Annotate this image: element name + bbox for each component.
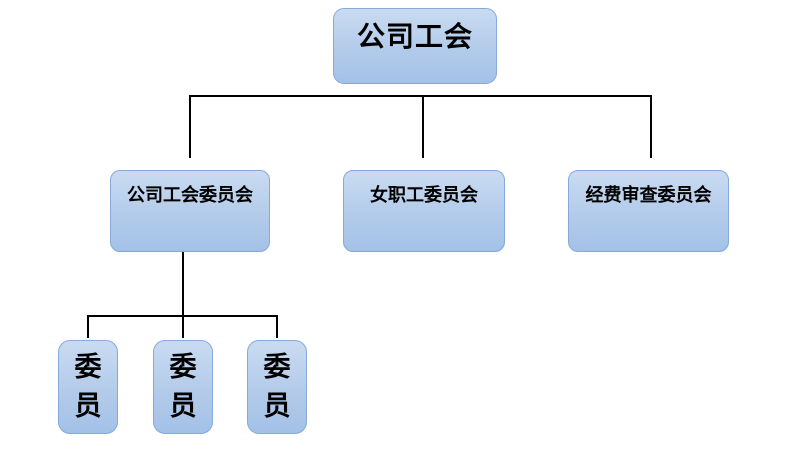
node-union-committee: 公司工会委员会 xyxy=(110,170,270,252)
connector-level1-drop-right xyxy=(650,95,652,158)
connector-level1-drop-left xyxy=(189,95,191,158)
connector-level2-stem xyxy=(182,252,184,317)
node-member-3-label: 委员 xyxy=(263,352,291,421)
connector-level2-drop-right xyxy=(276,315,278,338)
node-funds-review-committee: 经费审查委员会 xyxy=(568,170,729,252)
connector-level1-drop-middle xyxy=(422,95,424,158)
node-female-workers-committee: 女职工委员会 xyxy=(343,170,505,252)
connector-level1-horizontal xyxy=(189,95,652,97)
node-member-1-label: 委员 xyxy=(74,352,102,421)
node-member-3: 委员 xyxy=(247,340,307,434)
node-member-2-label: 委员 xyxy=(169,352,197,421)
node-company-union: 公司工会 xyxy=(333,8,497,84)
node-member-1: 委员 xyxy=(58,340,118,434)
connector-level2-drop-left xyxy=(87,315,89,338)
connector-level2-drop-middle xyxy=(182,315,184,338)
node-member-2: 委员 xyxy=(153,340,213,434)
